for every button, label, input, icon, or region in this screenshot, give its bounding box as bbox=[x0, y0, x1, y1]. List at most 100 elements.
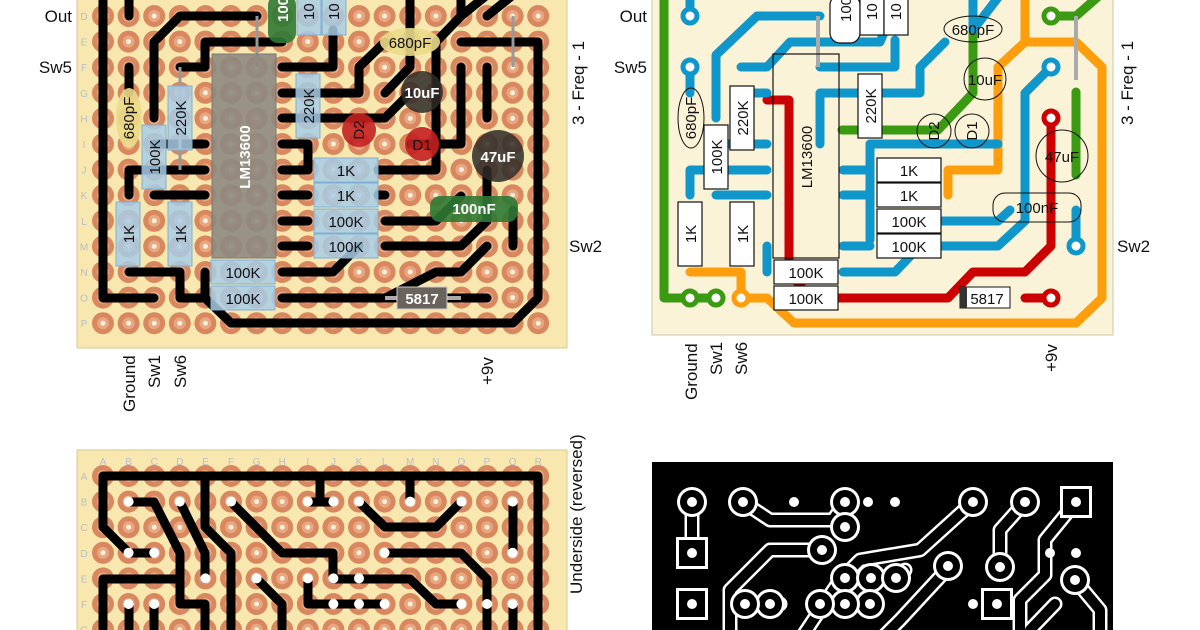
pad bbox=[168, 618, 191, 630]
pcb-pad bbox=[728, 487, 758, 517]
resistor-1K-label: 1K bbox=[173, 225, 190, 243]
label-sw5: Sw5 bbox=[39, 58, 72, 77]
hole bbox=[328, 599, 339, 609]
color-layout-view: 100 10 10 LM13600 680pF 680pF 100K 220K … bbox=[614, 0, 1150, 400]
resistor-1K-label: 1K bbox=[735, 225, 752, 243]
resistor-1K-label: 1K bbox=[683, 225, 700, 243]
label-9v: +9v bbox=[478, 357, 497, 385]
label-out: Out bbox=[620, 7, 648, 26]
label-sw6: Sw6 bbox=[171, 355, 190, 388]
column-label: N bbox=[432, 457, 439, 468]
row-label: A bbox=[81, 472, 88, 483]
pad bbox=[399, 107, 422, 130]
row-label: K bbox=[81, 191, 88, 202]
pad bbox=[271, 490, 294, 513]
column-label: J bbox=[331, 457, 336, 468]
label-out: Out bbox=[45, 7, 73, 26]
row-label: L bbox=[81, 217, 87, 228]
pcb-pad bbox=[730, 589, 760, 619]
pad bbox=[348, 541, 370, 564]
ic-label: LM13600 bbox=[237, 125, 254, 188]
resistor-top-label: 10 bbox=[888, 3, 905, 20]
resistor-100K-label: 100K bbox=[225, 265, 260, 282]
hole bbox=[149, 547, 160, 558]
row-label: E bbox=[81, 38, 88, 49]
row-label: B bbox=[81, 498, 88, 509]
resistor-100K-label: 100K bbox=[709, 139, 726, 174]
cap-680pF-label: 680pF bbox=[952, 22, 995, 39]
cap-680pF-label: 680pF bbox=[683, 97, 700, 140]
pcb-pad bbox=[830, 563, 860, 593]
pad bbox=[373, 618, 396, 630]
pad bbox=[501, 81, 524, 104]
pcb-drill bbox=[890, 497, 900, 507]
pad bbox=[296, 516, 319, 539]
label-ground: Ground bbox=[120, 355, 139, 412]
hole bbox=[328, 573, 339, 584]
pad bbox=[245, 490, 268, 513]
hole bbox=[507, 547, 518, 558]
pad bbox=[220, 516, 242, 539]
cap-100nF-top-label: 100 bbox=[275, 0, 292, 22]
pad bbox=[373, 261, 396, 283]
column-label: B bbox=[125, 457, 132, 468]
column-label: F bbox=[228, 457, 234, 468]
underside-title: Underside (reversed) bbox=[567, 434, 586, 594]
hole bbox=[456, 496, 467, 507]
resistor-220K-label: 220K bbox=[863, 88, 880, 123]
row-label: N bbox=[80, 268, 87, 279]
pad bbox=[143, 209, 166, 232]
cap-10uF-label: 10uF bbox=[404, 85, 439, 102]
row-label: F bbox=[81, 63, 87, 74]
column-label: E bbox=[202, 457, 209, 468]
pad bbox=[194, 235, 217, 258]
resistor-top-label: 10 bbox=[326, 3, 343, 20]
cap-10uF-label: 10uF bbox=[968, 72, 1002, 89]
ic-lm13600 bbox=[211, 53, 277, 259]
pad bbox=[399, 184, 422, 207]
pcb-pad bbox=[1060, 565, 1090, 595]
pad bbox=[348, 618, 370, 630]
diode-D2-label: D2 bbox=[351, 120, 368, 139]
pad bbox=[476, 541, 498, 564]
pad bbox=[117, 312, 140, 335]
pad bbox=[424, 490, 447, 513]
resistor-1K-label: 1K bbox=[337, 163, 355, 180]
pad bbox=[117, 30, 140, 53]
row-label: O bbox=[80, 294, 88, 305]
resistor-220K-label: 220K bbox=[301, 88, 318, 123]
hole bbox=[405, 496, 416, 507]
pcb-square-pad bbox=[981, 588, 1013, 620]
column-label: I bbox=[306, 457, 309, 468]
pad bbox=[296, 618, 319, 630]
hole bbox=[226, 496, 236, 507]
cap-680pF-label: 680pF bbox=[121, 97, 138, 140]
diode-D2-label: D2 bbox=[926, 121, 943, 140]
pad bbox=[424, 5, 447, 27]
label-ground: Ground bbox=[682, 343, 701, 400]
pcb-pad bbox=[805, 589, 835, 619]
pad bbox=[501, 56, 524, 79]
pad bbox=[168, 30, 191, 53]
pad bbox=[373, 490, 396, 513]
pad bbox=[245, 618, 268, 630]
pcb-pad bbox=[985, 552, 1015, 582]
pad bbox=[194, 107, 217, 130]
row-label: J bbox=[82, 166, 87, 177]
resistor-top-label: 10 bbox=[864, 3, 881, 20]
resistor-1K-label: 1K bbox=[900, 163, 918, 180]
hole bbox=[354, 599, 364, 609]
pad bbox=[348, 516, 370, 539]
row-label: D bbox=[80, 12, 87, 23]
pad bbox=[245, 541, 268, 564]
hole bbox=[379, 599, 390, 609]
pad bbox=[143, 5, 166, 27]
pad bbox=[322, 516, 345, 539]
column-label: M bbox=[406, 457, 414, 468]
pad bbox=[527, 5, 550, 27]
pad bbox=[296, 30, 319, 53]
pad bbox=[143, 312, 166, 335]
pcb-drill bbox=[1071, 548, 1081, 558]
